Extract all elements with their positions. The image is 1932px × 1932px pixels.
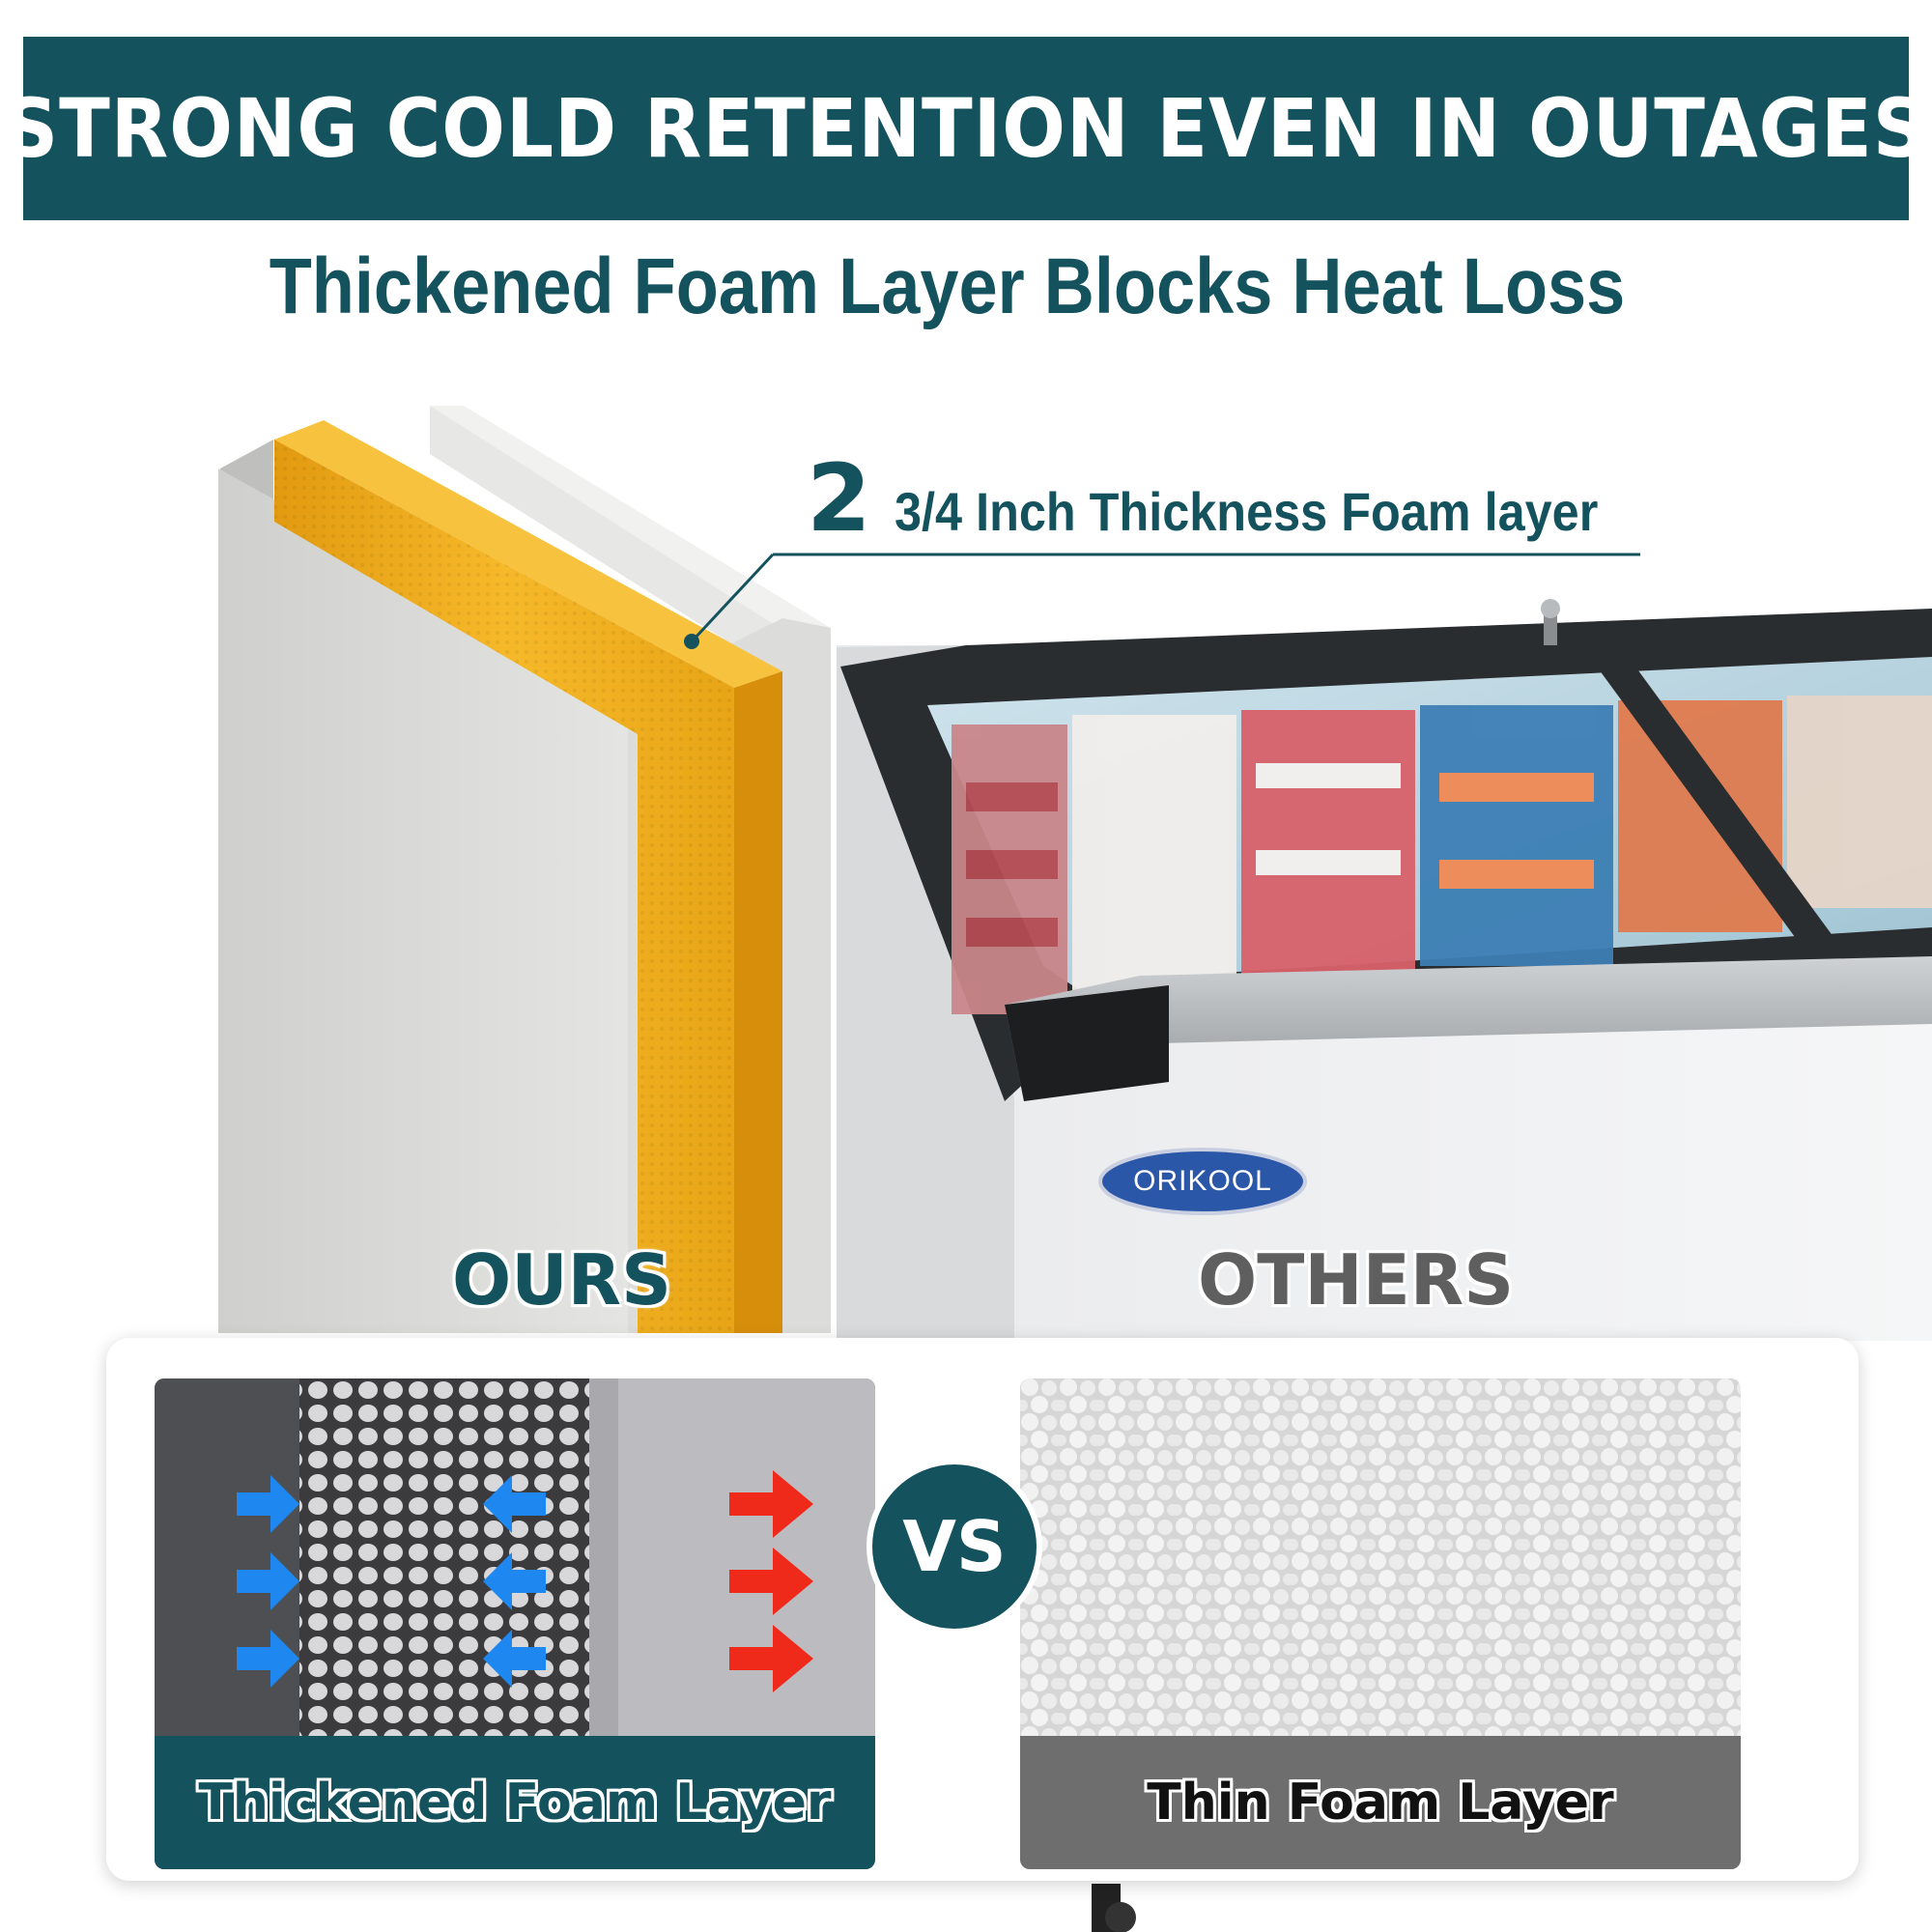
subtitle: Thickened Foam Layer Blocks Heat Loss xyxy=(0,242,1932,332)
page-title: STRONG COLD RETENTION EVEN IN OUTAGES xyxy=(4,81,1928,176)
callout-pointer xyxy=(684,553,1640,649)
blue-arrow-icon xyxy=(237,1475,546,1688)
others-caption: Thin Foam Layer xyxy=(1147,1774,1614,1832)
foam-layer xyxy=(274,420,782,1333)
freezer-image xyxy=(837,599,1932,1341)
others-caption-bar: Thin Foam Layer xyxy=(1020,1736,1741,1869)
thickness-callout: 2 3/4 Inch Thickness Foam layer xyxy=(807,444,1676,553)
orikool-logo xyxy=(1098,1148,1307,1215)
thickness-number: 2 xyxy=(807,444,871,553)
vs-text: VS xyxy=(902,1506,1007,1587)
logo-text: ORIKOOL xyxy=(1133,1165,1272,1197)
red-arrow-icon xyxy=(729,1470,813,1692)
ours-card: Thickened Foam Layer xyxy=(155,1378,875,1869)
thickness-text: 3/4 Inch Thickness Foam layer xyxy=(894,481,1599,542)
others-label: OTHERS xyxy=(1198,1239,1515,1321)
ours-label: OURS xyxy=(452,1239,671,1321)
others-card: Thin Foam Layer xyxy=(1020,1378,1741,1869)
ours-caption-bar: Thickened Foam Layer xyxy=(155,1736,875,1869)
wall-cross-section xyxy=(218,406,831,1333)
ours-caption: Thickened Foam Layer xyxy=(198,1774,832,1832)
header-banner: STRONG COLD RETENTION EVEN IN OUTAGES xyxy=(5,37,1926,220)
vs-badge: VS xyxy=(867,1459,1042,1634)
subtitle-text: Thickened Foam Layer Blocks Heat Loss xyxy=(269,242,1625,330)
callout-dot-icon xyxy=(684,634,699,649)
